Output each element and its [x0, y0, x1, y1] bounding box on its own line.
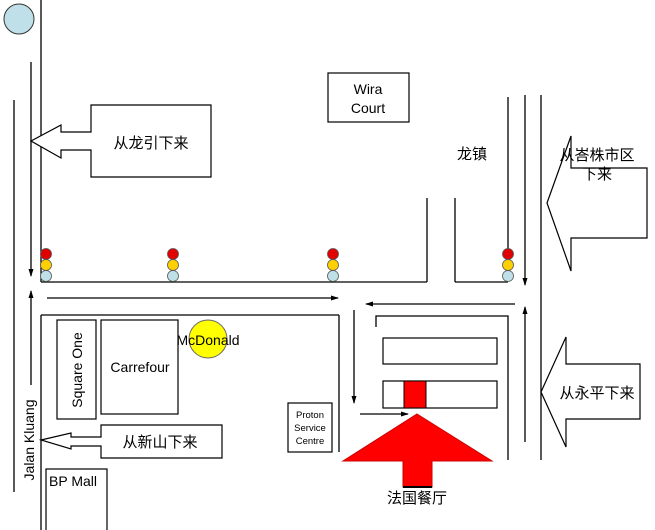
roundabout-marker: [3, 3, 35, 35]
traffic-light-icon: [327, 248, 339, 282]
wira-court-building: Wira Court: [327, 72, 410, 123]
wira-court-label: Court: [351, 100, 385, 116]
french-restaurant-label: 法国餐厅: [387, 490, 447, 507]
svg-text:Carrefour: Carrefour: [110, 359, 169, 375]
traffic-light-icon: [502, 248, 514, 282]
svg-text:从龙引下来: 从龙引下来: [113, 135, 188, 152]
svg-text:Centre: Centre: [296, 436, 325, 447]
from-longyin-arrow: 从龙引下来: [29, 104, 212, 178]
svg-text:BP Mall: BP Mall: [49, 473, 97, 489]
long-zhen-label: 龙镇: [457, 146, 487, 163]
wira-court-label: Wira: [354, 81, 383, 97]
destination-arrow: 法国餐厅: [341, 413, 494, 507]
svg-text:Square One: Square One: [69, 332, 85, 408]
svg-text:从永平下来: 从永平下来: [559, 385, 634, 402]
svg-text:下来: 下来: [582, 166, 612, 183]
jalan-kluang-label: Jalan Kluang: [21, 400, 37, 481]
svg-text:从峇株市区: 从峇株市区: [559, 147, 634, 164]
traffic-light-icon: [40, 248, 52, 282]
restaurant-location: [403, 380, 427, 409]
svg-text:McDonald: McDonald: [176, 332, 239, 348]
carrefour-building: Carrefour: [100, 319, 179, 415]
svg-text:Service: Service: [294, 423, 326, 434]
mcdonald-marker: McDonald: [176, 319, 240, 359]
from-batu-pahat-arrow: 从峇株市区 下来: [546, 135, 648, 272]
traffic-light-icon: [167, 248, 179, 282]
roads: [13, 0, 542, 530]
proton-service-centre-building: Proton Service Centre: [287, 402, 333, 453]
traffic-lights: [40, 248, 514, 282]
shop-rows: [382, 337, 498, 409]
from-johor-bahru-arrow: 从新山下来: [38, 424, 223, 459]
svg-text:Proton: Proton: [296, 410, 324, 421]
traffic-direction-arrows: [28, 62, 528, 442]
from-yongping-arrow: 从永平下来: [540, 336, 641, 448]
svg-text:从新山下来: 从新山下来: [122, 434, 197, 451]
square-one-building: Square One: [56, 319, 97, 420]
bp-mall-building: BP Mall: [45, 468, 108, 530]
